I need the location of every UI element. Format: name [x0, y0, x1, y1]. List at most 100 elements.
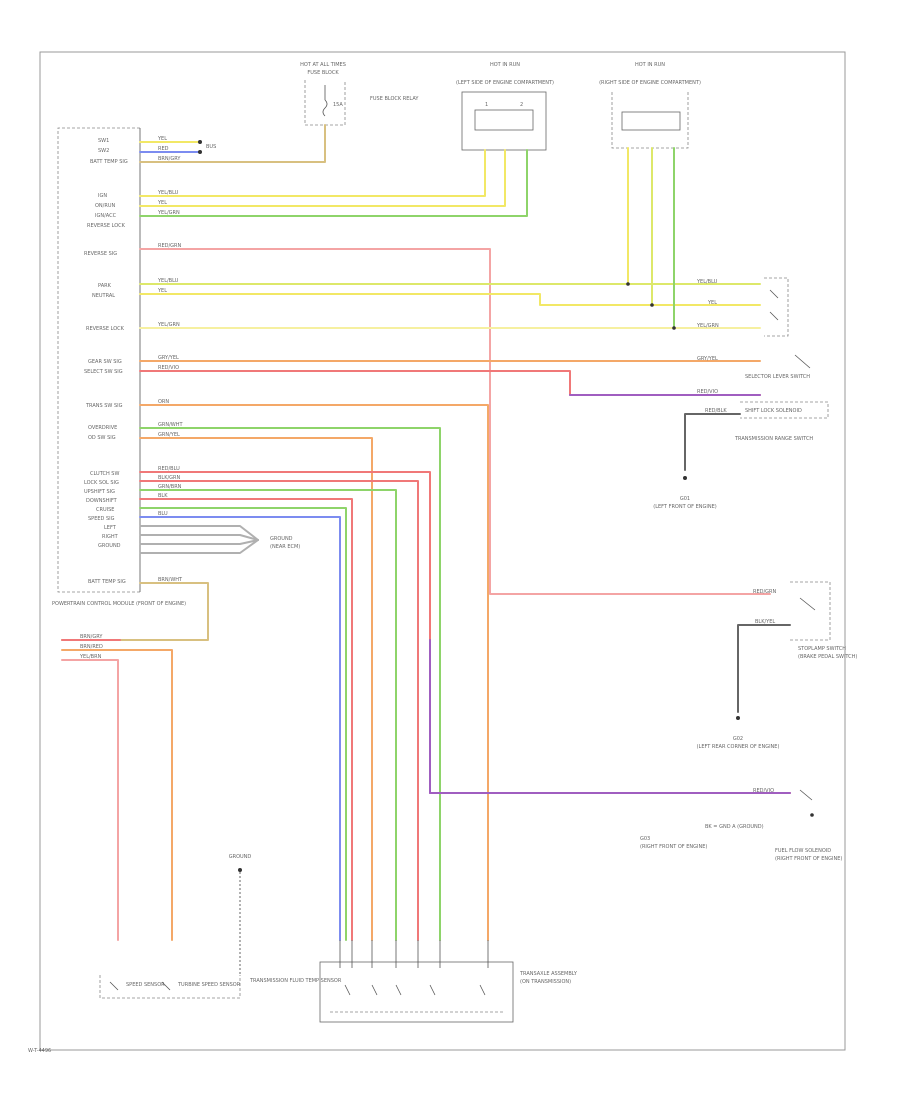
switch-contact	[395, 984, 402, 996]
ecm-pin-label: IGN/ACC	[95, 213, 117, 219]
footer-code: W-T-4496	[28, 1048, 51, 1054]
wire-label-right: YEL	[707, 300, 717, 306]
wire-downshift	[139, 498, 353, 941]
wire-label: GRY/YEL	[158, 355, 179, 361]
wire-label: RED/BLU	[158, 466, 180, 472]
switch-contact	[344, 984, 351, 996]
ecm-pin-label: OD SW SIG	[88, 435, 116, 441]
splice	[650, 303, 654, 307]
fuse-block-label: HOT AT ALL TIMES	[300, 62, 346, 68]
ecm-pin-label: GROUND	[98, 543, 121, 549]
shift-lock-label: SHIFT LOCK SOLENOID	[745, 408, 802, 414]
ecm-pin-label: LEFT	[104, 525, 117, 531]
wire-terminal	[198, 150, 202, 154]
ground-sublabel: (RIGHT FRONT OF ENGINE)	[640, 844, 707, 850]
ecm-pin-label: RIGHT	[102, 534, 119, 540]
ecm-pin-label: ON/RUN	[95, 203, 115, 209]
ecm-pin-label: CLUTCH SW	[90, 471, 119, 477]
switch-contact	[769, 289, 779, 299]
ecm-pin-label: OVERDRIVE	[88, 425, 117, 431]
wire-ground-bundle	[139, 525, 259, 541]
wire-label: YEL/GRN	[157, 210, 180, 216]
fuse-rating: 15A	[333, 102, 343, 108]
wire-batt-temp-2	[61, 582, 209, 641]
bus-label: BUS	[206, 144, 216, 150]
wire-shift-lock-ground	[684, 413, 741, 471]
ecm-pin-label: SW1	[98, 138, 109, 144]
fuse-icon	[322, 99, 328, 117]
selector-lever-switch: SELECTOR LEVER SWITCH	[745, 354, 811, 380]
wire-clutch	[139, 471, 791, 794]
wire-cruise	[139, 507, 347, 941]
ecm-pin-label: SELECT SW SIG	[84, 369, 123, 375]
sensor-outline	[99, 975, 241, 999]
ground-bundle: GROUND (NEAR ECM)	[139, 525, 300, 554]
relay-1-pin: 2	[520, 102, 523, 108]
ground-main-label: GROUND	[270, 536, 293, 542]
selector-switch-label: SELECTOR LEVER SWITCH	[745, 374, 810, 380]
switch-contact	[479, 984, 486, 996]
wire-trans-sw-sig	[139, 404, 489, 941]
wire-od-sw	[139, 437, 373, 941]
wire-label: BRN/GRY	[158, 156, 181, 162]
wire-sensor-b	[61, 649, 173, 941]
relay-1-pin: 1	[485, 102, 488, 108]
relay-1: HOT IN RUN (LEFT SIDE OF ENGINE COMPARTM…	[456, 62, 554, 151]
wire-label: ORN	[158, 399, 169, 405]
wire-label: RED/VIO	[158, 365, 179, 371]
relay-2-sublabel: (RIGHT SIDE OF ENGINE COMPARTMENT)	[599, 80, 701, 86]
wire-on-run	[139, 149, 506, 207]
ecm-pin-label: GEAR SW SIG	[88, 359, 122, 365]
ecm-pin-label: PARK	[98, 283, 112, 289]
wire-label: RED	[158, 146, 169, 152]
wire-ign-acc	[139, 149, 528, 217]
wire-ign	[139, 149, 486, 197]
wire-label: BRN/RED	[80, 644, 103, 650]
fuel-sol-sublabel: (RIGHT FRONT OF ENGINE)	[775, 856, 842, 862]
ground-sublabel: (LEFT FRONT OF ENGINE)	[653, 504, 717, 510]
wire-label: BLU	[158, 511, 168, 517]
splice	[672, 326, 676, 330]
ecm-pin-label: SPEED SIG	[88, 516, 115, 522]
wire-label: YEL	[157, 200, 167, 206]
trans-sw-outline	[764, 277, 789, 337]
sensor-b-label: TURBINE SPEED SENSOR	[177, 982, 241, 988]
wire-label: RED/GRN	[158, 243, 182, 249]
transaxle-box	[319, 961, 514, 1023]
diagram-frame	[39, 51, 846, 1051]
ecm-pin-label: REVERSE LOCK	[86, 326, 125, 332]
stoplamp-outline	[790, 581, 831, 641]
transaxle-assembly: TRANSAXLE ASSEMBLY (ON TRANSMISSION)	[319, 940, 578, 1023]
ecm-pin-label: IGN	[98, 193, 107, 199]
switch-contact	[794, 354, 811, 369]
wire-select-sw	[139, 370, 761, 396]
ecm-pin-label: LOCK SOL SIG	[84, 480, 119, 486]
sensor-group-bottom-left: SPEED SENSOR TURBINE SPEED SENSOR TRANSM…	[99, 975, 342, 999]
bottom-ground: GROUND	[229, 854, 252, 975]
ecm-pin-label: DOWNSHIFT	[86, 498, 118, 504]
wire-label: BRN/GRY	[80, 634, 103, 640]
wire-label: BLK	[158, 493, 168, 499]
ground-sublabel: (LEFT REAR CORNER OF ENGINE)	[697, 744, 780, 750]
switch-contact	[769, 311, 779, 321]
ground-line-label: BK = GND A (GROUND)	[705, 824, 764, 830]
wire-label: YEL/BLU	[157, 190, 179, 196]
stoplamp-switch: RED/GRN STOPLAMP SWITCH (BRAKE PEDAL SWI…	[697, 581, 857, 750]
shift-lock-solenoid: SHIFT LOCK SOLENOID RED/BLK TRANSMISSION…	[653, 401, 829, 510]
trans-range-sw-label: TRANSMISSION RANGE SWITCH	[734, 436, 813, 442]
fuse-block-sublabel: FUSE BLOCK	[307, 70, 339, 76]
switch-contact	[371, 984, 378, 996]
ecm-pin-label: SW2	[98, 148, 109, 154]
transaxle-label: TRANSAXLE ASSEMBLY	[519, 971, 578, 977]
wire-label: BRN/WHT	[158, 577, 183, 583]
wire-terminal	[198, 140, 202, 144]
ground-symbol	[683, 476, 687, 480]
fuel-sol-label: FUEL FLOW SOLENOID	[775, 848, 831, 854]
wire-label: YEL/BLU	[157, 278, 179, 284]
solenoid-contact	[799, 789, 813, 801]
ground-label: G02	[733, 736, 743, 742]
ground-bottom-label: GROUND	[229, 854, 252, 860]
switch-contact	[429, 984, 436, 996]
